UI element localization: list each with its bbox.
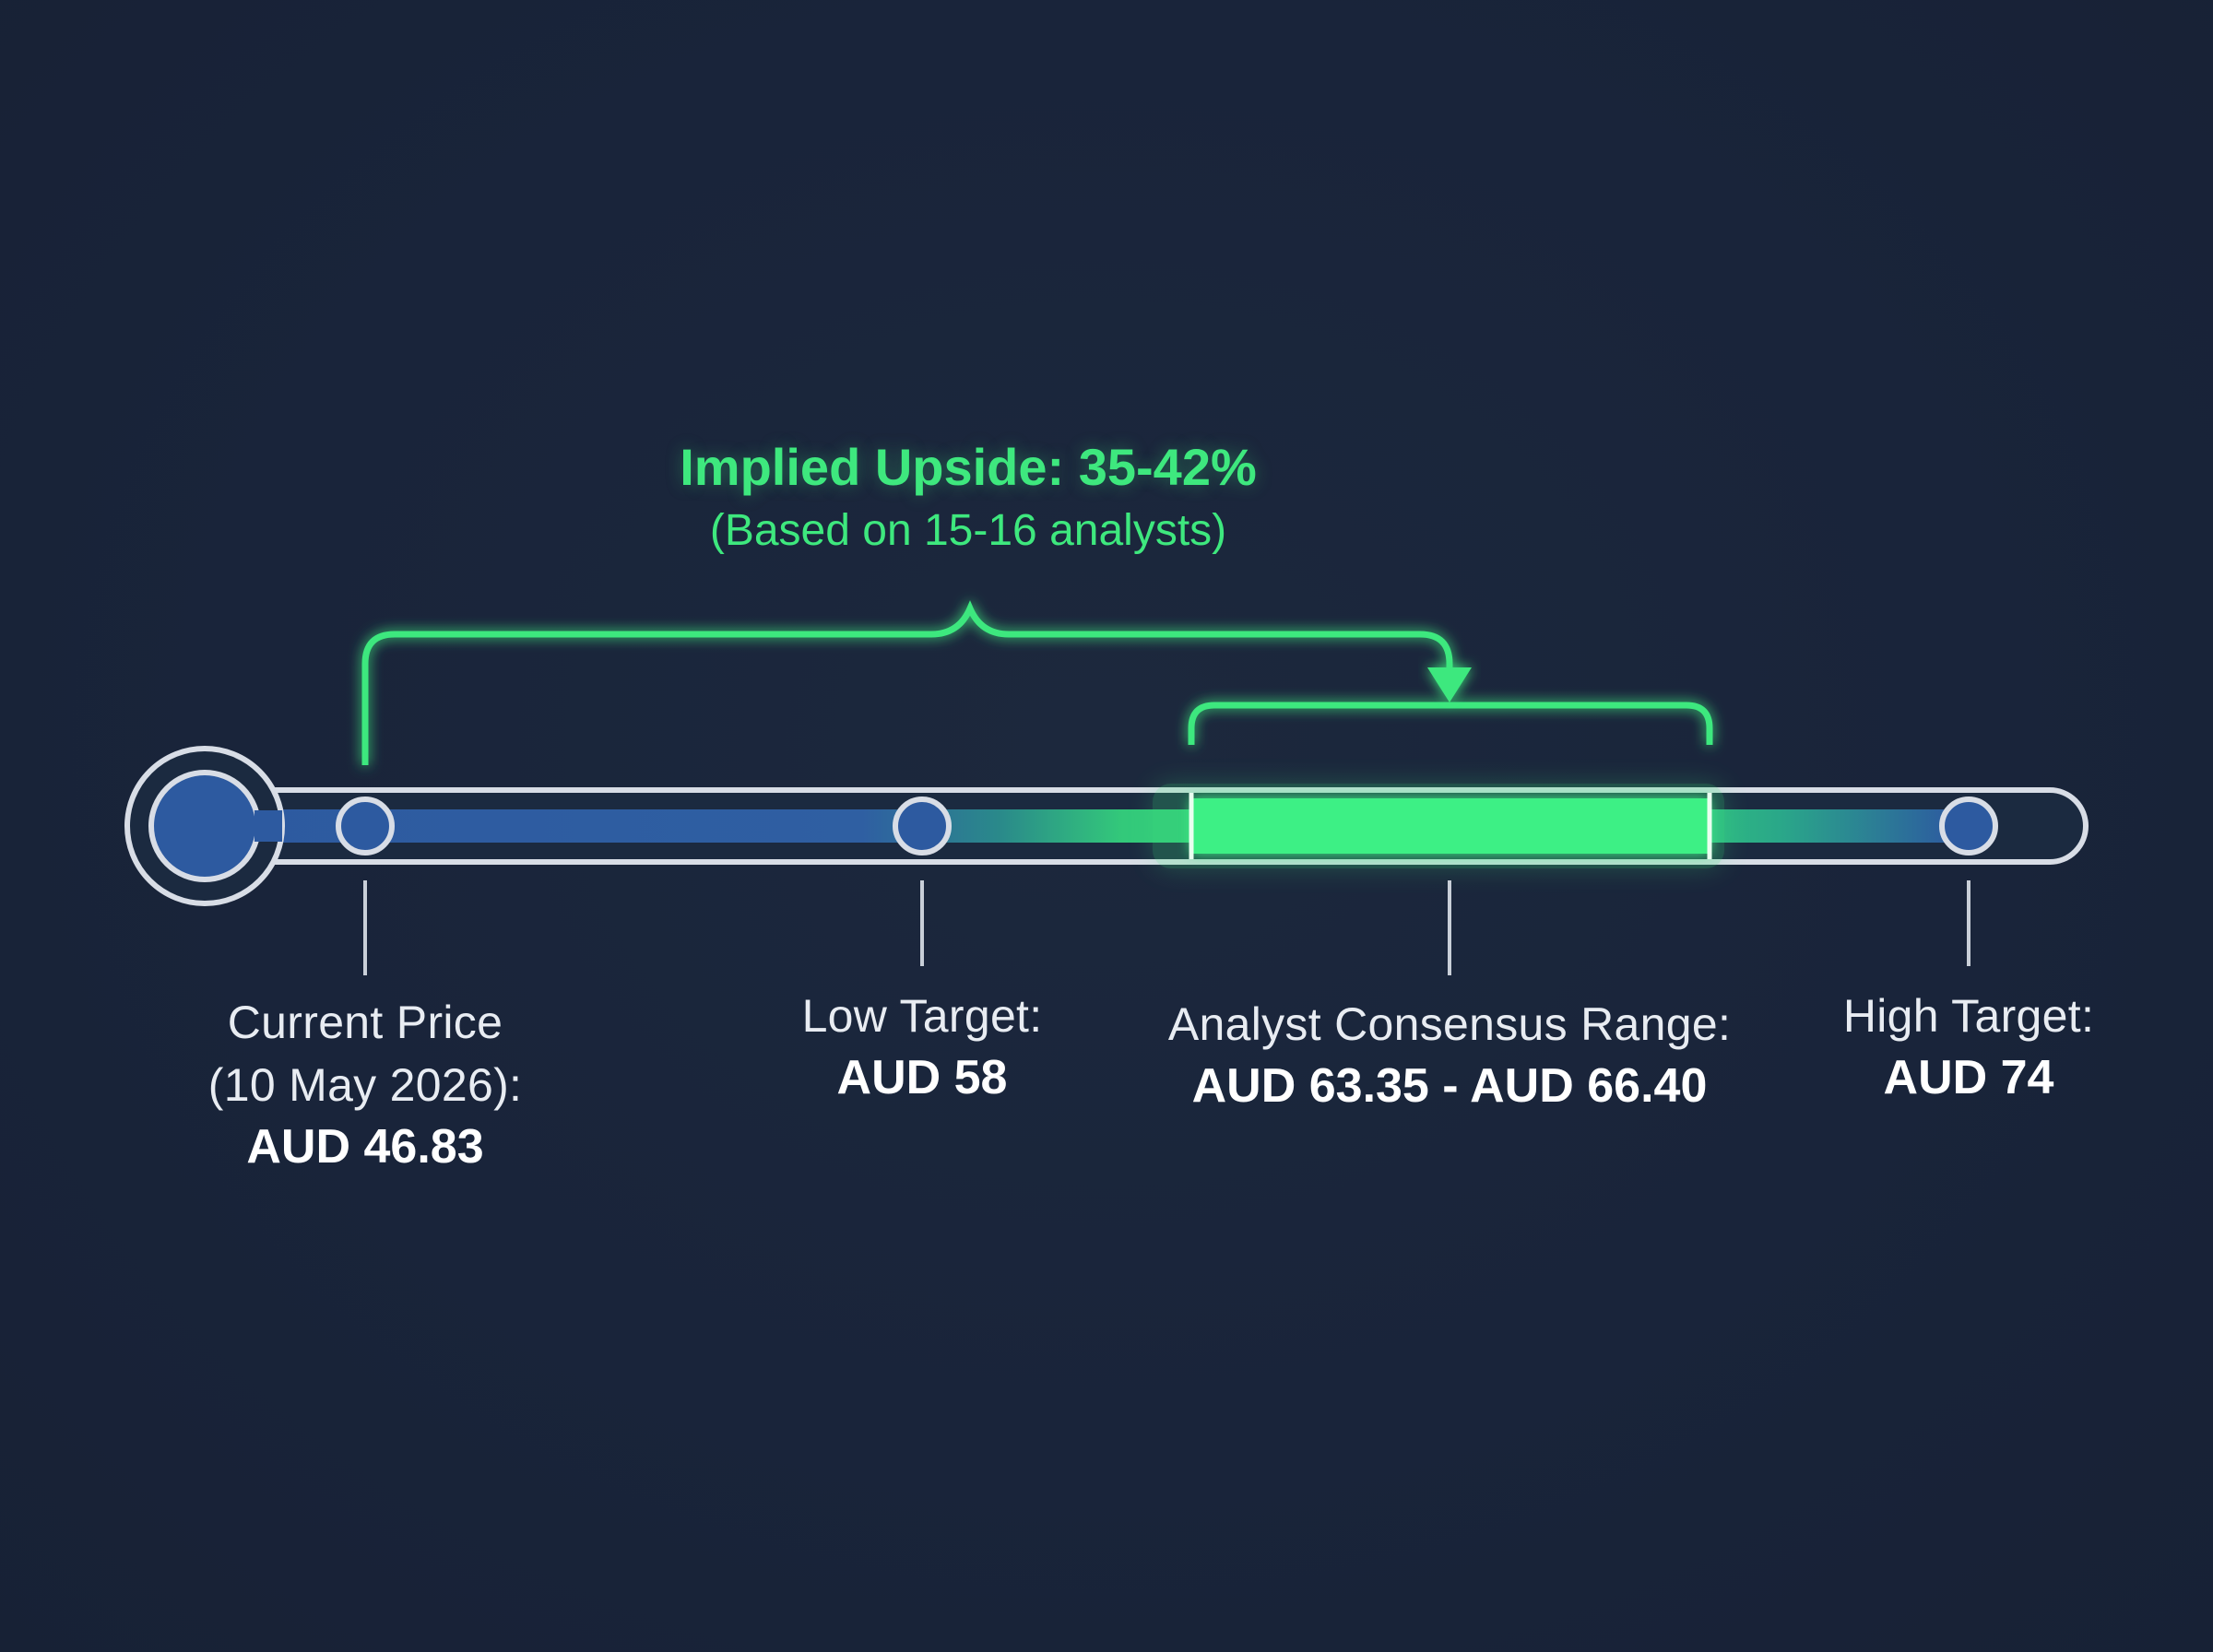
high-target-label-line1: High Target: — [1842, 990, 2095, 1042]
upside-brace — [361, 600, 1453, 765]
track-start-knob — [148, 770, 261, 882]
low-target-value: AUD 58 — [836, 1051, 1008, 1104]
current-price-dot — [336, 796, 395, 856]
current-price-label: Current Price (10 May 2026): AUD 46.83 — [208, 991, 522, 1177]
consensus-bracket — [1188, 702, 1713, 745]
consensus-value: AUD 63.35 - AUD 66.40 — [1191, 1059, 1708, 1113]
current-price-label-line2: (10 May 2026): — [207, 1059, 523, 1111]
high-target-value: AUD 74 — [1883, 1051, 2054, 1104]
high-target-dot — [1939, 796, 1998, 856]
current-price-label-line1: Current Price — [227, 997, 503, 1048]
low-target-dot — [893, 796, 952, 856]
knob-connector — [254, 810, 282, 842]
low-target-label: Low Target: AUD 58 — [802, 985, 1043, 1108]
upside-arrow-head — [1427, 667, 1472, 702]
implied-upside-subtitle: (Based on 15-16 analysts) — [709, 506, 1227, 555]
high-target-label: High Target: AUD 74 — [1843, 985, 2094, 1108]
consensus-band — [1191, 798, 1710, 854]
consensus-label: Analyst Consensus Range: AUD 63.35 - AUD… — [1168, 993, 1731, 1116]
implied-upside-title: Implied Upside: 35-42% — [680, 438, 1257, 496]
low-target-label-line1: Low Target: — [801, 990, 1043, 1042]
consensus-label-line1: Analyst Consensus Range: — [1167, 998, 1732, 1050]
current-price-value: AUD 46.83 — [246, 1120, 484, 1174]
